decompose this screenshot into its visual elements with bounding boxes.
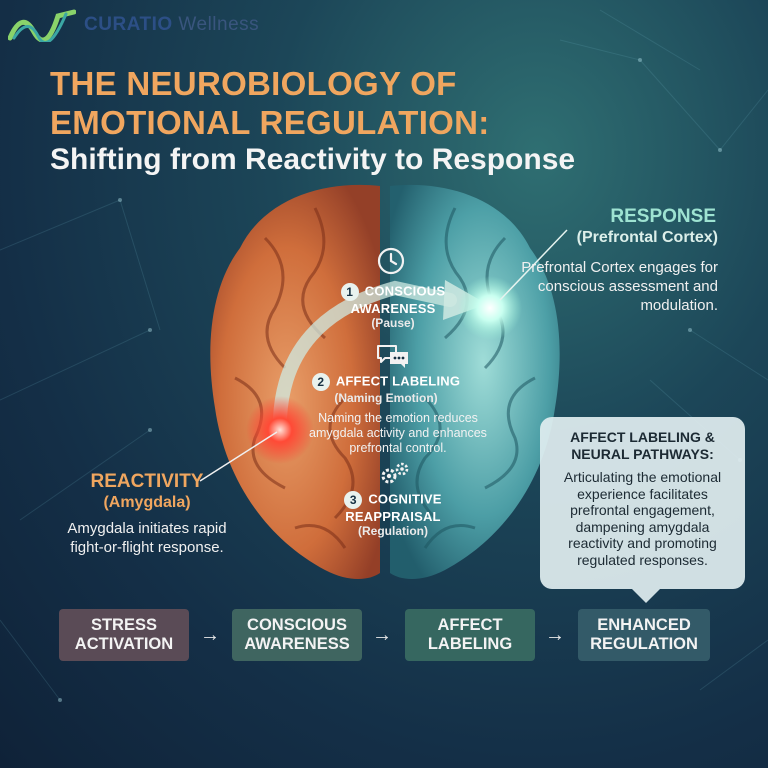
brain-illustration (210, 184, 568, 580)
step-subtitle: (Regulation) (358, 524, 428, 538)
flow-line-2: AWARENESS (244, 635, 350, 653)
step-number: 1 (340, 283, 359, 301)
step-title-line-2: AWARENESS (350, 301, 436, 316)
step-title-line-1: CONSCIOUS (364, 283, 446, 299)
response-title: RESPONSE (610, 206, 716, 227)
flow-line-2: ACTIVATION (74, 635, 174, 653)
step-cognitive-reappraisal: 3 COGNITIVE REAPPRAISAL (Regulation) (318, 491, 468, 538)
title-line-2: EMOTIONAL REGULATION: (50, 104, 490, 141)
right-hemisphere (390, 184, 560, 580)
flow-step-enhanced-regulation: ENHANCED REGULATION (578, 609, 710, 661)
gears-icon (381, 462, 409, 484)
flow-arrow-1: → (200, 624, 220, 646)
reactivity-subtitle: (Amygdala) (103, 494, 191, 511)
step-conscious-awareness: 1 CONSCIOUS AWARENESS (Pause) (318, 283, 468, 330)
prefrontal-glow (458, 276, 522, 340)
step-number: 3 (344, 491, 363, 509)
flow-step-conscious-awareness: CONSCIOUS AWARENESS (232, 609, 362, 661)
response-pointer (499, 229, 568, 301)
flow-line-1: ENHANCED (597, 616, 691, 634)
amygdala-glow (246, 396, 314, 464)
step-title-line-1: AFFECT LABELING (335, 373, 461, 389)
curatio-logo-mark-icon (8, 9, 76, 42)
flow-line-2: REGULATION (590, 635, 698, 653)
subtitle: Shifting from Reactivity to Response (50, 143, 576, 176)
response-description: Prefrontal Cortex engages for conscious … (521, 259, 718, 314)
brand-text: CURATIO (84, 14, 173, 35)
pathway-arrow (273, 280, 457, 425)
reactivity-description: Amygdala initiates rapid fight-or-flight… (67, 520, 227, 556)
callout-text: Articulating the emotional experience fa… (563, 469, 722, 568)
step-description: Naming the emotion reduces amygdala acti… (309, 411, 487, 455)
flow-arrow-2: → (372, 624, 392, 646)
step-title-line-2: REAPPRAISAL (345, 509, 441, 524)
reactivity-title: REACTIVITY (90, 471, 204, 492)
neural-pathways-callout: AFFECT LABELING & NEURAL PATHWAYS: Artic… (540, 417, 745, 603)
flow-step-affect-labeling: AFFECT LABELING (405, 609, 535, 661)
callout-title: AFFECT LABELING & NEURAL PATHWAYS: (570, 429, 715, 462)
step-title-line-1: COGNITIVE (368, 491, 442, 507)
brand-logo: CURATIO Wellness (8, 8, 259, 42)
speech-bubbles-icon (377, 345, 408, 368)
step-subtitle: (Naming Emotion) (334, 391, 438, 405)
reactivity-pointer (199, 431, 278, 482)
response-subtitle: (Prefrontal Cortex) (576, 229, 718, 246)
flow-step-stress-activation: STRESS ACTIVATION (59, 609, 189, 661)
flow-line-1: STRESS (90, 616, 157, 634)
flow-line-1: CONSCIOUS (247, 616, 347, 634)
brand-suffix: Wellness (178, 14, 260, 35)
step-affect-labeling: 2 AFFECT LABELING (Naming Emotion) (296, 373, 476, 405)
flow-line-1: AFFECT (437, 616, 503, 634)
clock-icon (377, 247, 405, 275)
flow-line-2: LABELING (427, 635, 513, 653)
left-hemisphere (210, 184, 380, 580)
step-number: 2 (311, 373, 330, 391)
title-line-1: THE NEUROBIOLOGY OF (50, 65, 457, 102)
flow-arrow-3: → (545, 624, 565, 646)
step-subtitle: (Pause) (371, 316, 415, 330)
brand-name: CURATIO Wellness (84, 14, 259, 36)
